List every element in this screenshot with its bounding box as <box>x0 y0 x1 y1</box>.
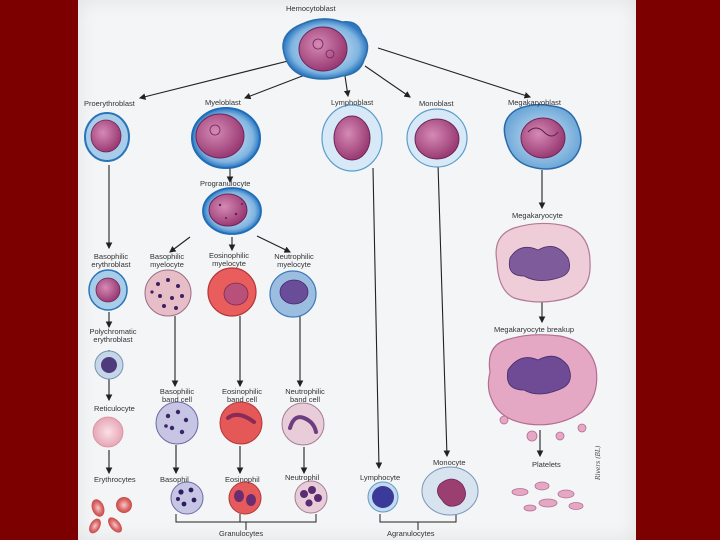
basophilic-band-cell-cell <box>155 401 199 445</box>
arrows <box>105 47 546 475</box>
eosinophilic-band-cell-cell <box>219 401 263 445</box>
label-erythrocytes: Erythrocytes <box>94 475 136 484</box>
label-proerythroblast: Proerythroblast <box>84 99 135 108</box>
label-basophilic-myelocyte: Basophilic myelocyte <box>149 252 185 270</box>
label-basophilic-band-cell: Basophilic band cell <box>159 387 195 405</box>
basophilic-erythroblast-cell <box>88 269 128 311</box>
label-polychromatic-erythroblast: Polychromatic erythroblast <box>89 327 137 345</box>
eosinophil-cell <box>228 481 262 515</box>
lymphocyte-cell <box>367 481 399 513</box>
neutrophilic-myelocyte-cell <box>269 270 317 318</box>
megakaryoblast-cell <box>503 103 582 170</box>
label-progranulocyte: Progranulocyte <box>200 179 251 188</box>
label-granulocytes: Granulocytes <box>219 529 264 538</box>
proerythroblast-cell <box>84 112 130 162</box>
megakaryocyte-breakup-cell <box>487 334 598 442</box>
label-neutrophilic-band-cell: Neutrophilic band cell <box>285 387 325 405</box>
lymphoblast-cell <box>321 104 383 172</box>
basophilic-myelocyte-cell <box>144 269 192 317</box>
neutrophil-cell <box>294 480 328 514</box>
label-agranulocytes: Agranulocytes <box>387 529 435 538</box>
eosinophilic-myelocyte-cell <box>207 267 257 317</box>
neutrophilic-band-cell-cell <box>281 402 325 446</box>
reticulocyte-cell <box>92 416 124 448</box>
label-basophilic-erythroblast: Basophilic erythroblast <box>91 252 131 270</box>
label-monoblast: Monoblast <box>419 99 454 108</box>
label-lymphoblast: Lymphoblast <box>331 98 374 107</box>
label-basophil: Basophil <box>160 475 189 484</box>
label-monocyte: Monocyte <box>433 458 466 467</box>
label-myeloblast: Myeloblast <box>205 98 241 107</box>
monocyte-cell <box>421 466 479 516</box>
label-hemocytoblast: Hemocytoblast <box>286 4 336 13</box>
erythrocytes-cells <box>89 497 132 534</box>
hemocytoblast-cell <box>282 18 369 80</box>
label-lymphocyte: Lymphocyte <box>360 473 401 482</box>
group-brackets <box>175 514 457 530</box>
illustrator-credit: Rivers (BL) <box>595 445 602 480</box>
label-eosinophilic-myelocyte: Eosinophilic myelocyte <box>208 251 250 269</box>
megakaryocyte-cell <box>495 222 591 303</box>
label-megakaryocyte: Megakaryocyte <box>512 211 563 220</box>
label-eosinophil: Eosinophil <box>225 475 260 484</box>
basophil-cell <box>170 481 204 515</box>
myeloblast-cell <box>191 107 261 169</box>
monoblast-cell <box>406 108 468 168</box>
label-reticulocyte: Reticulocyte <box>94 404 135 413</box>
label-megakaryoblast: Megakaryoblast <box>508 98 561 107</box>
label-platelets: Platelets <box>532 460 561 469</box>
label-neutrophil: Neutrophil <box>285 473 320 482</box>
label-neutrophilic-myelocyte: Neutrophilic myelocyte <box>274 252 314 270</box>
polychromatic-erythroblast-cell <box>94 350 124 380</box>
platelets-cells <box>511 481 584 512</box>
progranulocyte-cell <box>202 187 262 235</box>
label-megakaryocyte-breakup: Megakaryocyte breakup <box>494 325 575 334</box>
label-eosinophilic-band-cell: Eosinophilic band cell <box>221 387 263 405</box>
